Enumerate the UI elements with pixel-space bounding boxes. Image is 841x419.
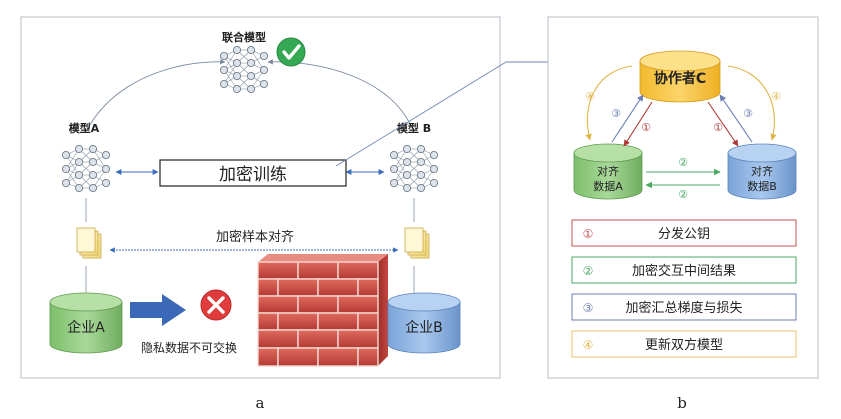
legend-item-1-num: ①: [583, 227, 594, 241]
step3-mark-a: ③: [611, 107, 621, 120]
collaborator-c-label: 协作者C: [654, 70, 706, 87]
cross-icon: [200, 289, 232, 321]
legend-item-3-num: ③: [583, 301, 594, 315]
encrypted-training-label: 加密训练: [219, 165, 287, 185]
aligned-data-b-database: 对齐 数据B: [727, 143, 797, 200]
legend-item-1-text: 分发公钥: [658, 226, 710, 242]
step1-mark-b: ①: [713, 121, 723, 134]
enterprise-b-database: 企业B: [387, 292, 461, 354]
legend-item-3-text: 加密汇总梯度与损失: [625, 300, 742, 316]
step4-mark-b: ④: [771, 90, 781, 103]
enterprise-a-label: 企业A: [67, 319, 105, 336]
step4-arrow-to-a: [585, 65, 633, 141]
step2-mark-top: ②: [678, 156, 688, 169]
legend-item-4-text: 更新双方模型: [645, 337, 723, 353]
step4-mark-a: ④: [585, 90, 595, 103]
sample-alignment-label: 加密样本对齐: [216, 229, 294, 245]
aligned-data-a-line1: 对齐: [597, 164, 619, 178]
aligned-data-b-line2: 数据B: [747, 179, 777, 193]
step3-arrow-from-b: [719, 94, 753, 143]
aligned-data-a-line2: 数据A: [593, 179, 623, 193]
model-arc: [87, 59, 226, 129]
sample-doc-b-icon: [404, 227, 430, 259]
enterprise-b-label: 企业B: [405, 319, 443, 336]
collaborator-c-database: 协作者C: [639, 50, 721, 103]
panel-a: 联合模型 模型A 模型 B 加密训练 加密样本对齐: [20, 16, 501, 379]
check-icon: [276, 37, 306, 67]
panel-a-caption: a: [256, 394, 265, 412]
step1-mark-a: ①: [641, 121, 651, 134]
legend-item-4-num: ④: [583, 338, 594, 352]
sample-doc-a-icon: [76, 227, 102, 259]
step1-arrow-to-b: [707, 101, 739, 147]
joint-model-label: 联合模型: [222, 30, 266, 44]
step2-mark-bottom: ②: [678, 188, 688, 201]
panel-b-caption: b: [677, 394, 687, 412]
aligned-data-a-database: 对齐 数据A: [573, 143, 643, 200]
step3-arrow-from-a: [611, 94, 644, 143]
legend-item-1: ① 分发公钥: [571, 219, 797, 247]
enterprise-a-database: 企业A: [49, 292, 123, 354]
block-arrow-icon: [130, 294, 186, 326]
model-a-label: 模型A: [69, 121, 100, 135]
brick-wall-icon: [257, 254, 388, 367]
legend-item-2: ② 加密交互中间结果: [571, 256, 797, 284]
panel-b: 协作者C 对齐 数据A 对齐 数据B ① ① ③ ③ ④ ④: [547, 16, 819, 379]
privacy-label: 隐私数据不可交换: [141, 340, 237, 355]
step3-mark-b: ③: [743, 107, 753, 120]
step1-arrow-to-a: [623, 101, 653, 147]
model-b-label: 模型 B: [397, 121, 431, 135]
aligned-data-b-line1: 对齐: [751, 164, 773, 178]
legend-item-4: ④ 更新双方模型: [571, 330, 797, 358]
legend-item-2-num: ②: [583, 264, 594, 278]
legend-item-3: ③ 加密汇总梯度与损失: [571, 293, 797, 321]
encrypted-training-box: [159, 159, 347, 187]
legend-item-2-text: 加密交互中间结果: [632, 263, 736, 279]
step4-arrow-to-b: [727, 65, 777, 141]
zoom-connector-top: [335, 61, 507, 167]
